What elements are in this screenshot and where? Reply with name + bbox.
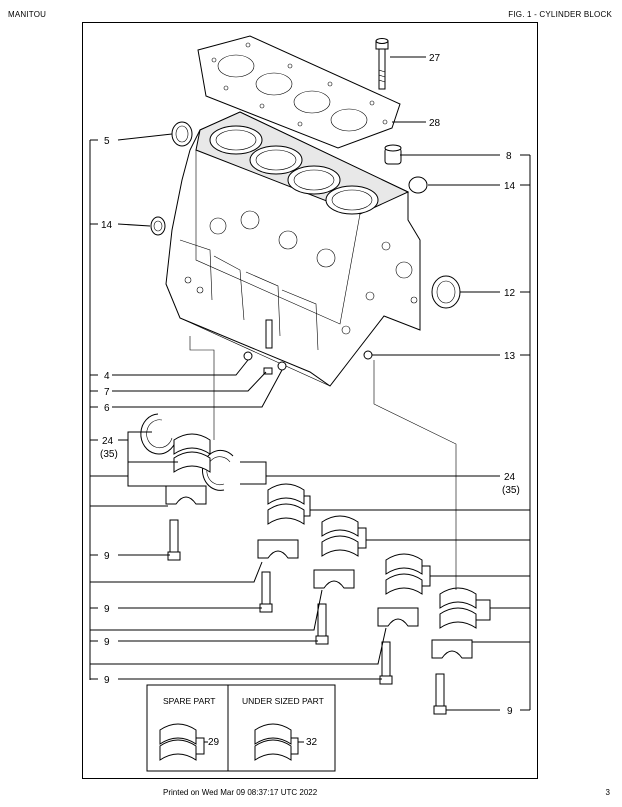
diagram-frame <box>82 22 538 779</box>
callout-8: 8 <box>506 151 512 162</box>
callout-6: 6 <box>104 403 110 414</box>
under-sized-part-label: UNDER SIZED PART <box>242 696 324 706</box>
callout-5: 5 <box>104 136 110 147</box>
callout-9-b: 9 <box>104 604 110 615</box>
callout-32: 32 <box>306 737 318 748</box>
cylinder-block-drawing <box>165 111 421 387</box>
callout-27: 27 <box>429 53 441 64</box>
callout-9-e: 9 <box>507 706 513 717</box>
thrust-washer-drawing <box>140 413 234 491</box>
callout-29: 29 <box>208 737 220 748</box>
brand-label: MANITOU <box>8 10 47 19</box>
head-bolt-drawing <box>375 38 389 90</box>
callout-9-d: 9 <box>104 675 110 686</box>
callout-9-a: 9 <box>104 551 110 562</box>
callout-7: 7 <box>104 387 110 398</box>
callout-9-c: 9 <box>104 637 110 648</box>
callout-24-left: 24 <box>102 436 114 447</box>
callout-numbers: 27 28 5 8 14 14 12 13 4 7 6 24 (35) 24 (… <box>100 53 520 717</box>
head-gasket-drawing <box>197 35 401 149</box>
page-number: 3 <box>605 788 610 797</box>
main-bearings-drawing <box>165 433 477 715</box>
callout-24-left-sub: (35) <box>100 449 118 460</box>
callout-14-right: 14 <box>504 181 516 192</box>
figure-title: FIG. 1 - CYLINDER BLOCK <box>508 10 612 19</box>
legend-box: SPARE PART UNDER SIZED PART 29 32 <box>146 684 336 772</box>
callout-14-left: 14 <box>101 220 113 231</box>
printed-on-text: Printed on Wed Mar 09 08:37:17 UTC 2022 <box>163 788 318 797</box>
spare-part-label: SPARE PART <box>163 696 215 706</box>
callout-24-right-sub: (35) <box>502 485 520 496</box>
leader-lines <box>89 56 531 711</box>
callout-28: 28 <box>429 118 441 129</box>
callout-13: 13 <box>504 351 516 362</box>
callout-12: 12 <box>504 288 516 299</box>
callout-4: 4 <box>104 371 110 382</box>
callout-24-right: 24 <box>504 472 516 483</box>
